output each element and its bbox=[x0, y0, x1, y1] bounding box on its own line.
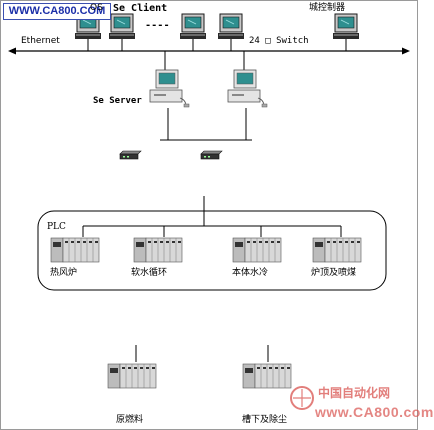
plc-unit-label: 炉顶及喷煤 bbox=[311, 268, 357, 278]
plc-rack-icon bbox=[312, 237, 362, 263]
remote-plc-rack-icon bbox=[107, 363, 157, 389]
hub-icon bbox=[200, 150, 223, 160]
plc-unit-label: 本体水冷 bbox=[232, 268, 269, 278]
bus-arrow-left bbox=[8, 47, 16, 55]
server-pc-icon bbox=[227, 69, 268, 108]
plc-rack-icon bbox=[50, 237, 100, 263]
plc-rack-icon bbox=[133, 237, 183, 263]
plc-unit-label: 软水循环 bbox=[131, 268, 168, 278]
bus-arrow-right bbox=[402, 47, 410, 55]
remote-unit-label: 原燃料 bbox=[116, 415, 144, 425]
client-workstation-icon bbox=[108, 13, 136, 40]
ethernet-label: Ethernet bbox=[21, 36, 60, 46]
watermark-cn: 中国自动化网 bbox=[318, 386, 391, 400]
se-client-label: Se Client bbox=[113, 3, 168, 14]
controller-workstation-icon bbox=[332, 13, 360, 40]
client-workstation-icon bbox=[217, 13, 245, 40]
watermark-logo-icon bbox=[290, 386, 314, 410]
client-os-label: OS bbox=[90, 3, 103, 13]
plc-label: PLC bbox=[47, 222, 66, 232]
network-diagram bbox=[8, 13, 410, 410]
remote-plc-rack-icon bbox=[242, 363, 292, 389]
plc-rack-icon bbox=[232, 237, 282, 263]
switch-label: 24 □ Switch bbox=[249, 36, 309, 46]
se-server-label: Se Server bbox=[93, 96, 142, 106]
hub-icon bbox=[119, 150, 142, 160]
plc-group-box bbox=[37, 210, 387, 291]
watermark-en: www.CA800.com bbox=[315, 404, 434, 420]
client-workstation-icon bbox=[179, 13, 207, 40]
remote-unit-label: 槽下及除尘 bbox=[242, 415, 288, 425]
watermark-top: WWW.CA800.COM bbox=[3, 3, 111, 20]
plc-unit-label: 热风炉 bbox=[50, 268, 78, 278]
controller-label: 城控制器 bbox=[309, 3, 346, 13]
server-pc-icon bbox=[149, 69, 190, 108]
client-ellipsis: ---- bbox=[146, 20, 171, 31]
